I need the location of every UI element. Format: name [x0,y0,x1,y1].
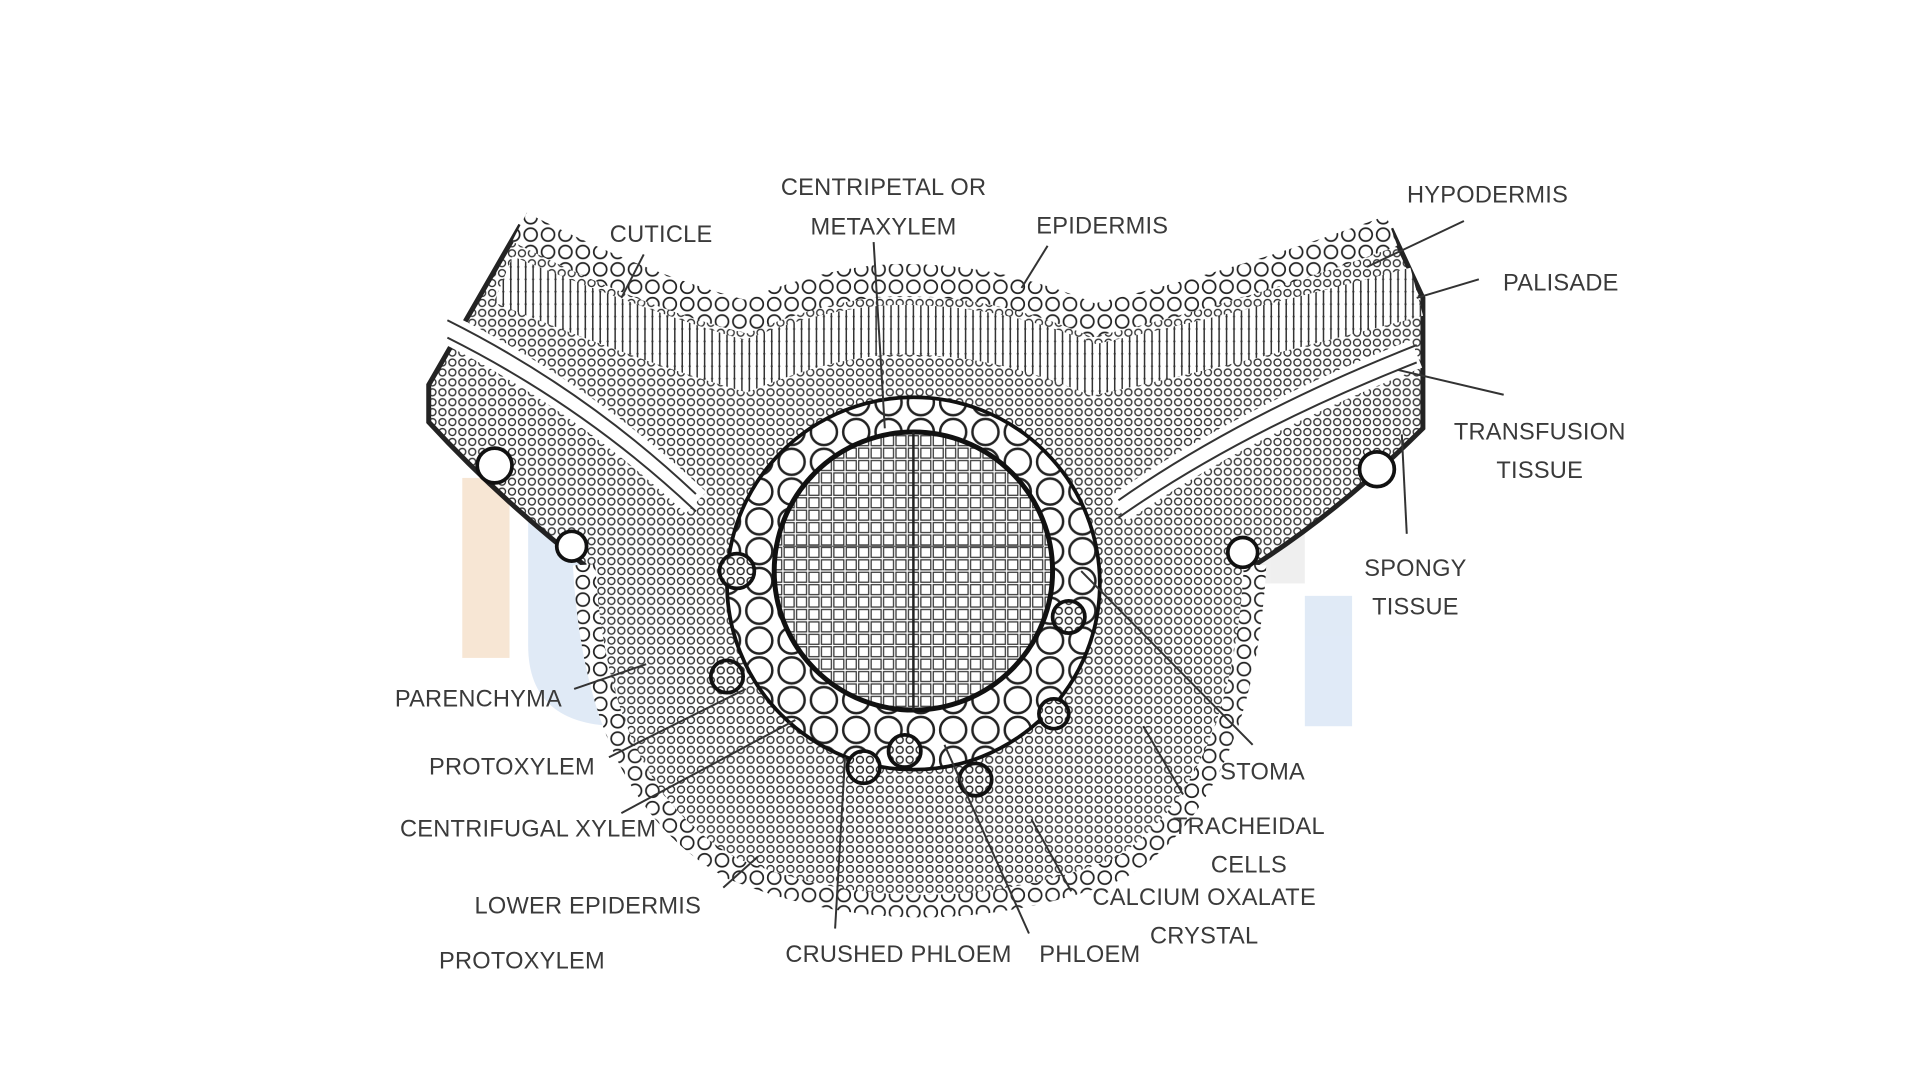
label-transfusion-tissue: TISSUE [1496,457,1583,483]
palisade-band [493,256,1424,396]
label-parenchyma: PARENCHYMA [395,685,562,711]
label-spongy-tissue: TISSUE [1372,593,1459,619]
stoma-right [1357,450,1397,489]
leader-lines [573,220,1504,934]
label-phloem: PHLOEM [1039,941,1140,967]
label-centrifugal-xylem: CENTRIFUGAL XYLEM [400,816,656,842]
label-crystal: CRYSTAL [1150,922,1258,948]
label-epidermis: EPIDERMIS [1036,212,1168,238]
label-hypodermis: HYPODERMIS [1407,181,1568,207]
label-stoma: STOMA [1220,759,1305,785]
label-transfusion: TRANSFUSION [1454,418,1626,444]
stoma-right-2 [1225,535,1260,570]
label-protoxylem-2: PROTOXYLEM [439,947,605,973]
stoma-left-2 [554,529,589,563]
label-tracheidal: TRACHEIDAL [1173,813,1325,839]
labels: CENTRIPETAL OR METAXYLEM CUTICLE EPIDERM… [395,174,1626,973]
label-palisade: PALISADE [1503,269,1619,295]
transfusion-right [1109,339,1423,522]
transfusion-left [440,315,707,514]
label-lower-epidermis: LOWER EPIDERMIS [475,893,702,919]
label-spongy: SPONGY [1364,555,1466,581]
stoma-left [475,446,514,485]
label-cuticle: CUTICLE [610,221,713,247]
label-centripetal: CENTRIPETAL OR [781,174,986,200]
label-metaxylem: METAXYLEM [811,214,957,240]
label-calcium-oxalate: CALCIUM OXALATE [1092,884,1316,910]
lower-epidermis [572,564,1267,918]
label-crushed-phloem: CRUSHED PHLOEM [785,941,1011,967]
label-protoxylem: PROTOXYLEM [429,754,595,780]
label-cells: CELLS [1211,852,1287,878]
upper-epidermis-band [512,212,1398,338]
